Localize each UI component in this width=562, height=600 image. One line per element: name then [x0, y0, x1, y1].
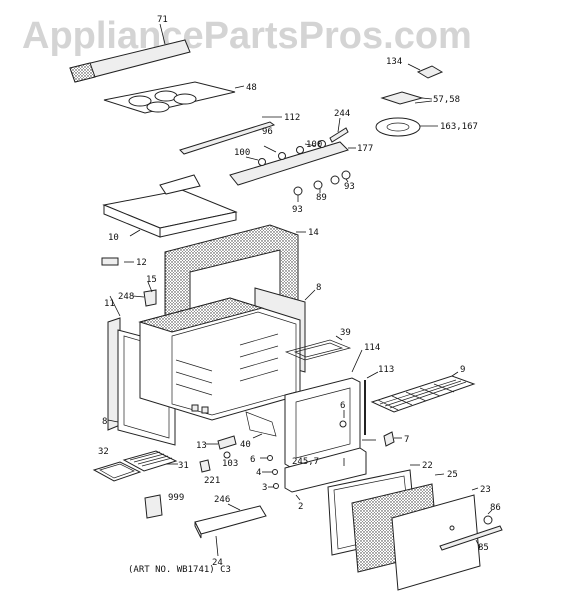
- label-4: 4: [256, 468, 261, 478]
- label-13: 13: [196, 441, 207, 451]
- label-25: 25: [447, 470, 458, 480]
- part-248-bracket: [132, 281, 157, 307]
- label-71: 71: [157, 15, 168, 25]
- oven-cavity: [138, 297, 301, 421]
- label-8-a: 8: [316, 283, 321, 293]
- label-248: 248: [118, 292, 134, 302]
- label-93-a: 93: [292, 205, 303, 215]
- label-57-58: 57,58: [433, 95, 460, 105]
- part-7-hinge: [383, 431, 402, 447]
- part-fasteners: [260, 455, 279, 489]
- label-3: 3: [262, 483, 267, 493]
- part-48-cooktop: [103, 81, 245, 114]
- part-113-rod: [364, 371, 379, 435]
- label-177: 177: [357, 144, 373, 154]
- part-221-clip: [199, 459, 211, 473]
- label-22: 22: [422, 461, 433, 471]
- label-31: 31: [178, 461, 189, 471]
- label-96: 96: [262, 127, 273, 137]
- label-15: 15: [146, 275, 157, 285]
- label-11: 11: [104, 299, 115, 309]
- part-knobs: [293, 170, 351, 202]
- part-23-outer-door: [391, 494, 503, 591]
- part-13-igniter: [206, 433, 263, 459]
- part-labels: 71 48 134 57,58 163,167 112 244 96 100 1…: [98, 15, 501, 575]
- label-40: 40: [240, 440, 251, 450]
- label-100-a: 100: [234, 148, 250, 158]
- part-39-broil-element: [284, 335, 352, 361]
- label-114: 114: [364, 343, 380, 353]
- label-2: 2: [298, 502, 303, 512]
- part-10-tray: [102, 174, 238, 238]
- label-112: 112: [284, 113, 300, 123]
- part-24-drawer-panel: [194, 503, 267, 557]
- part-9-oven-rack: [370, 371, 476, 413]
- art-number: (ART NO. WB1741) C3: [128, 565, 231, 575]
- label-48: 48: [246, 83, 257, 93]
- label-6-a: 6: [340, 401, 345, 411]
- label-39: 39: [340, 328, 351, 338]
- label-113: 113: [378, 365, 394, 375]
- label-9: 9: [460, 365, 465, 375]
- label-24: 24: [212, 558, 223, 568]
- part-2-lower-frame: [284, 447, 367, 501]
- part-31-broiler-grid: [122, 450, 178, 472]
- part-71-trim: [69, 23, 191, 83]
- part-112-strip: [179, 116, 282, 155]
- label-163-167: 163,167: [440, 122, 478, 132]
- label-999: 999: [168, 493, 184, 503]
- part-134-switch: [407, 63, 444, 79]
- label-8-b: 8: [102, 417, 107, 427]
- label-7-a: 7: [404, 435, 409, 445]
- label-32: 32: [98, 447, 109, 457]
- watermark: AppliancePartsPros.com: [22, 15, 472, 57]
- label-12: 12: [136, 258, 147, 268]
- label-103: 103: [222, 459, 238, 469]
- leader-lines: [101, 100, 481, 549]
- label-89: 89: [316, 193, 327, 203]
- part-177-control-panel: [229, 117, 356, 186]
- label-85: 85: [478, 543, 489, 553]
- label-86: 86: [490, 503, 501, 513]
- label-14: 14: [308, 228, 319, 238]
- label-134: 134: [386, 57, 402, 67]
- label-245-7: 245,7: [292, 457, 319, 467]
- label-10: 10: [108, 233, 119, 243]
- label-244: 244: [334, 109, 350, 119]
- label-246: 246: [214, 495, 230, 505]
- label-6-b: 6: [250, 455, 255, 465]
- label-100-b: 100: [306, 140, 322, 150]
- part-57-58-element: [380, 91, 433, 105]
- part-999-literature: [144, 494, 163, 519]
- label-23: 23: [480, 485, 491, 495]
- part-32-broiler-pan: [92, 461, 142, 482]
- part-163-167-drip-pan: [375, 117, 438, 137]
- label-93-b: 93: [344, 182, 355, 192]
- label-221: 221: [204, 476, 220, 486]
